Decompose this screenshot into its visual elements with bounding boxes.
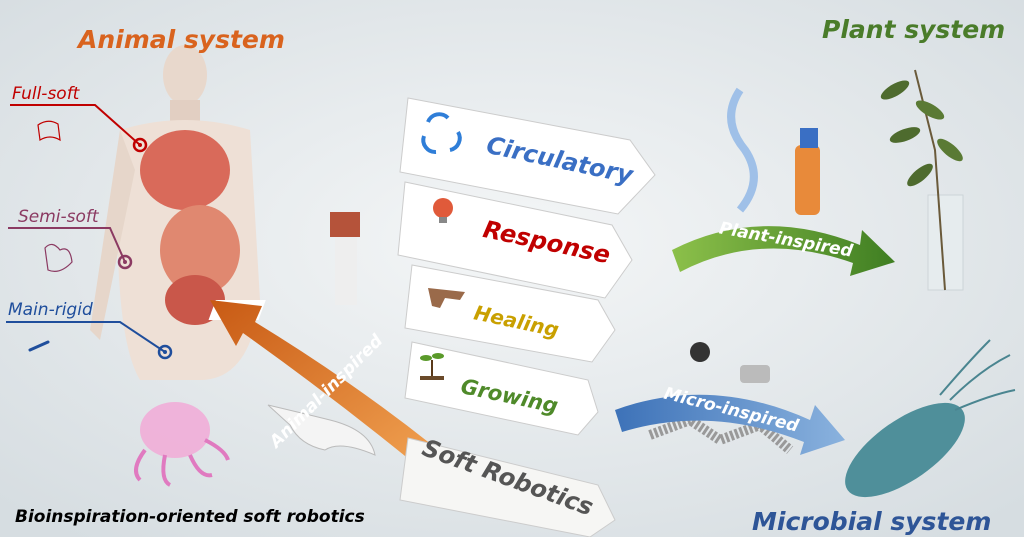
cycle-arrows-icon [421, 112, 462, 154]
card-response: Response [397, 181, 633, 299]
flag-icon [37, 120, 61, 142]
plant-robot-illustration [727, 87, 820, 215]
sprout-icon [420, 353, 444, 380]
muscle-icon [44, 243, 73, 272]
bone-icon [28, 340, 50, 352]
card-circulatory: Circulatory [399, 97, 656, 215]
semi-soft-callout: Semi-soft [8, 207, 133, 272]
main-rigid-label: Main-rigid [8, 300, 93, 320]
main-rigid-callout: Main-rigid [6, 300, 173, 360]
full-soft-callout: Full-soft [10, 84, 148, 153]
healing-tool-icon [428, 288, 465, 308]
octopus-robot-illustration [134, 402, 230, 487]
microbial-system-title: Microbial system [752, 507, 991, 536]
caption: Bioinspiration-oriented soft robotics [15, 507, 365, 527]
full-soft-label: Full-soft [12, 84, 81, 104]
card-growing: Growing [404, 341, 599, 436]
plant-system-title: Plant system [822, 15, 1005, 44]
micro-robot-illustration [648, 342, 794, 454]
plant-illustration [880, 69, 964, 291]
light-bulb-icon [433, 198, 453, 223]
card-healing: Healing [404, 264, 616, 363]
manta-ray-robot-illustration [267, 404, 376, 456]
semi-soft-label: Semi-soft [18, 207, 100, 227]
animal-system-title: Animal system [76, 25, 285, 54]
bacterium-illustration [845, 339, 1016, 498]
